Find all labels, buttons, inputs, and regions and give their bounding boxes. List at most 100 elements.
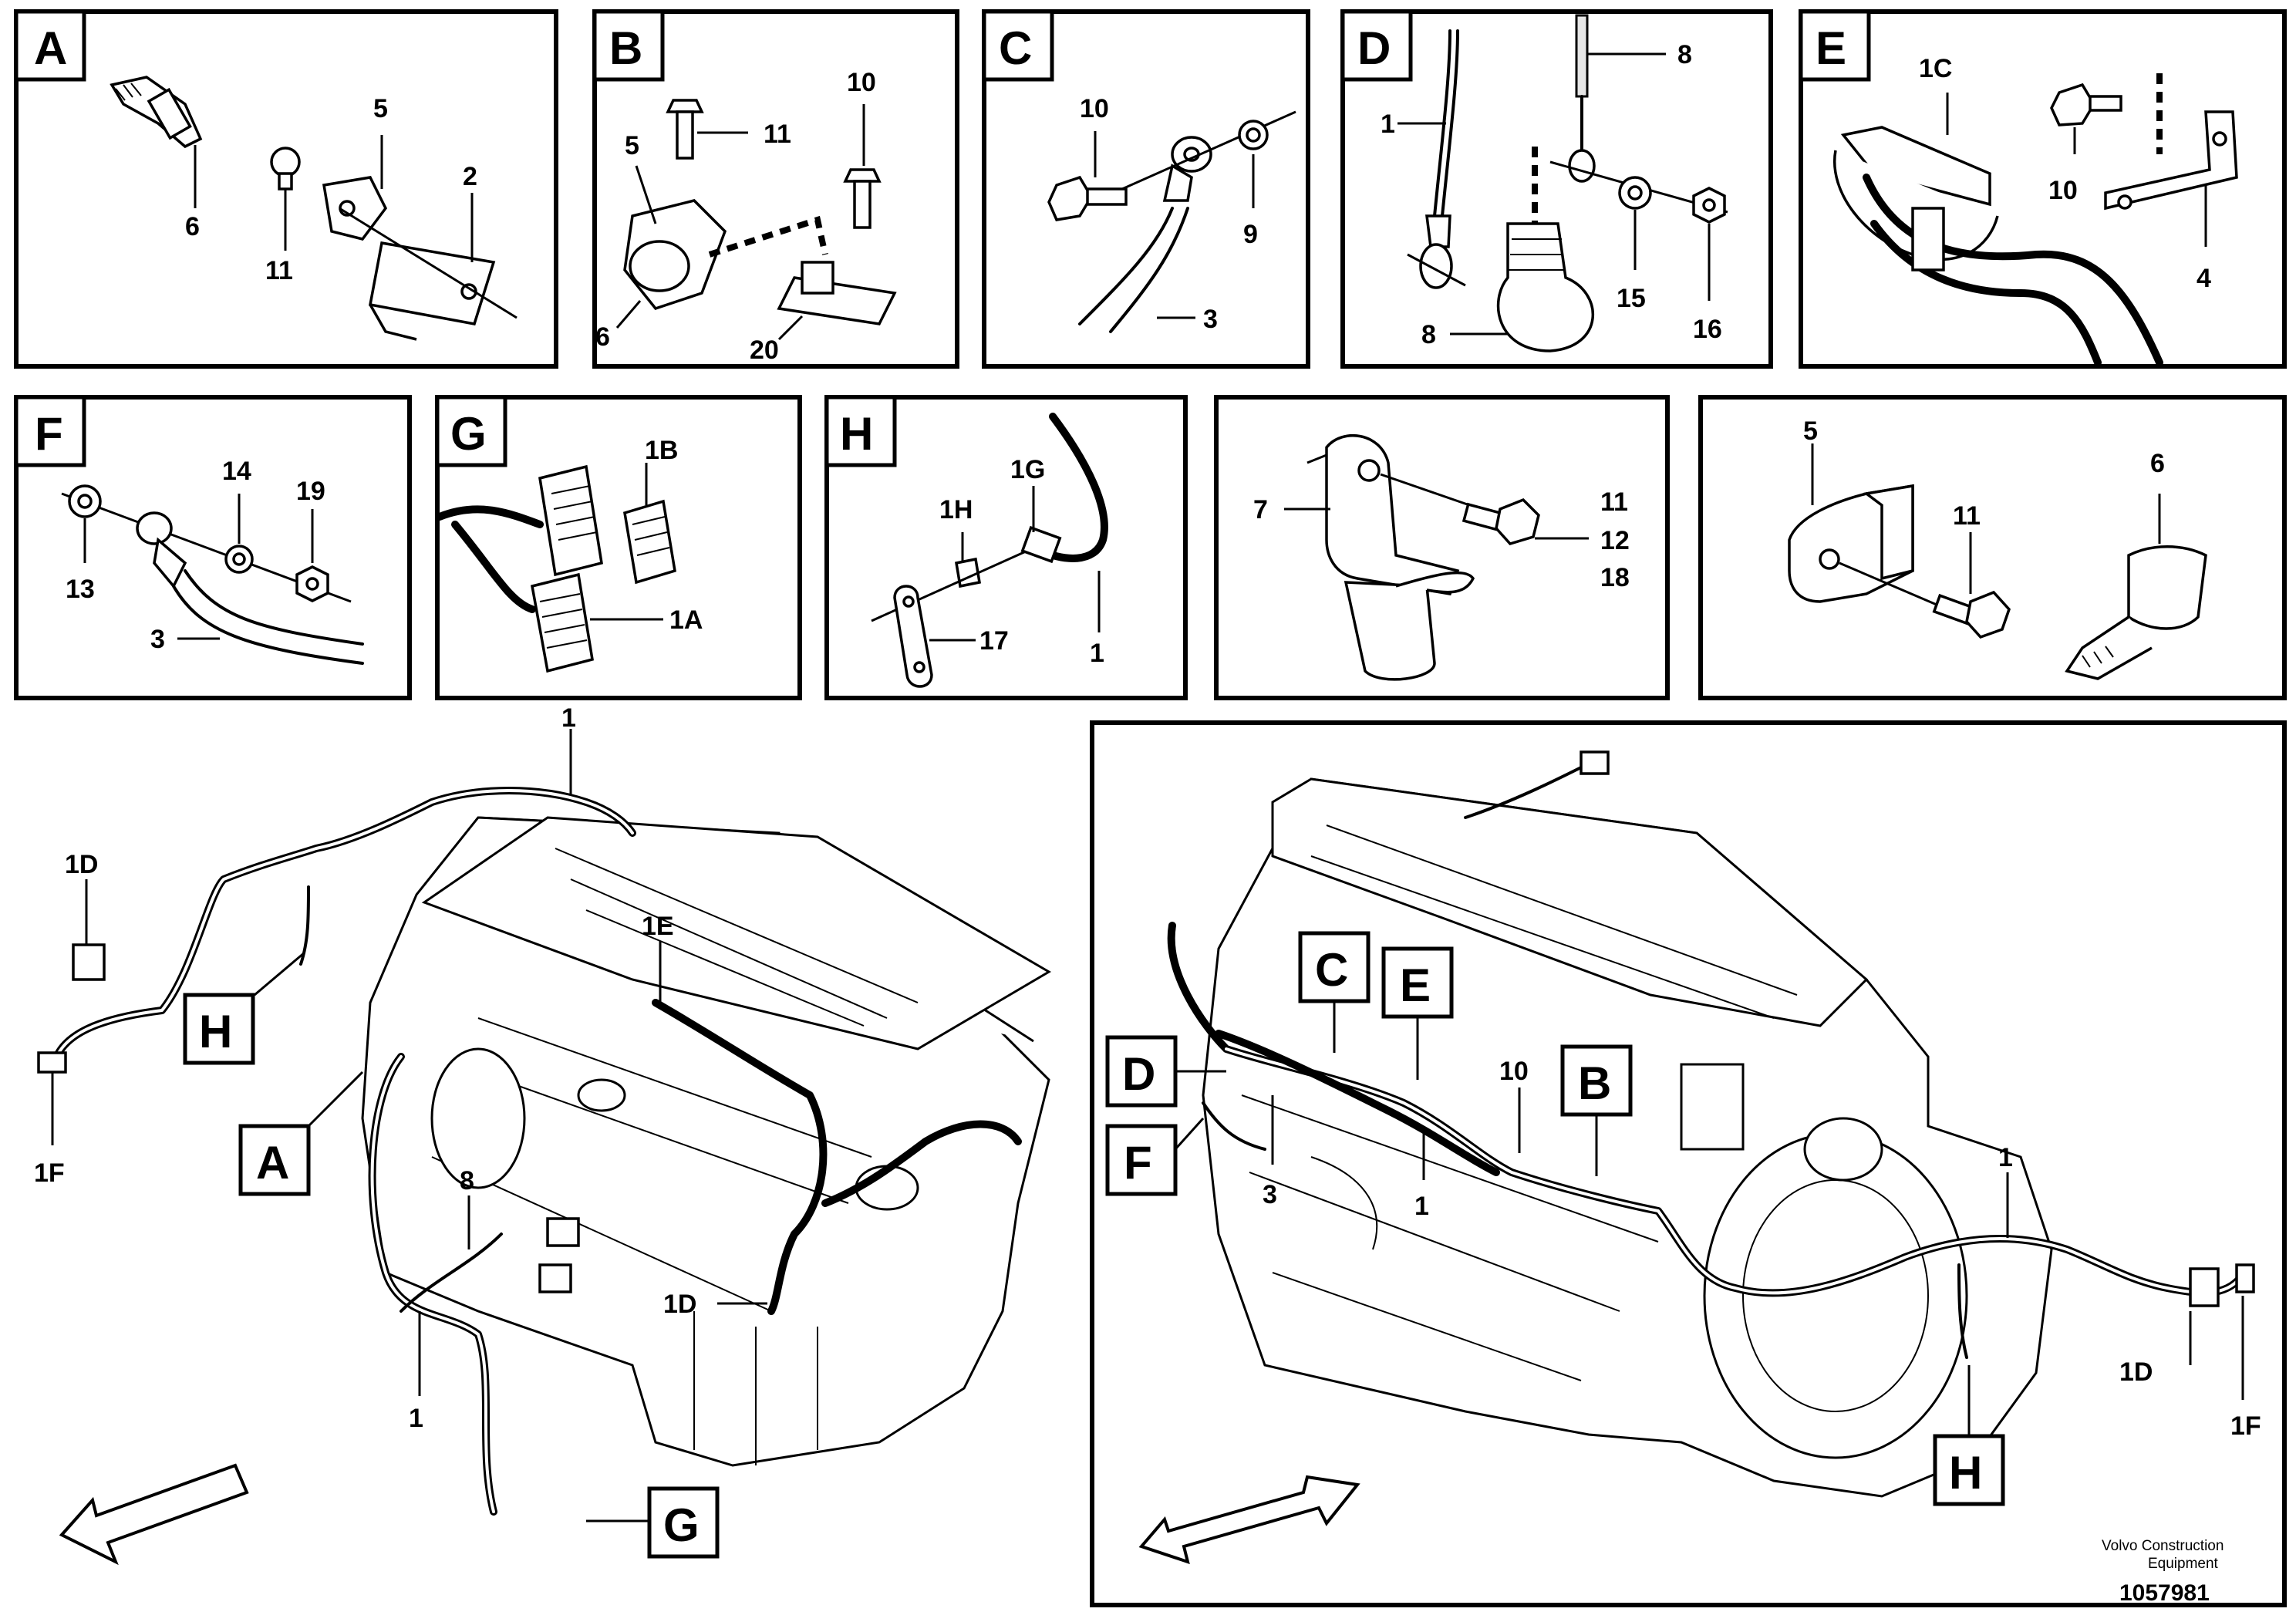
- connector-icon: [538, 464, 603, 577]
- ring-terminal-icon: [1407, 214, 1466, 289]
- label-10: 10: [847, 68, 876, 97]
- document-number: 1057981: [2119, 1580, 2210, 1606]
- engine-block: [361, 816, 1051, 1467]
- label-20: 20: [750, 336, 779, 365]
- callout-1-top: 1: [561, 703, 576, 733]
- engine-view-right: 10 3 1 1 1D 1F C E D B F H Volvo Constru…: [1090, 720, 2287, 1607]
- connector-icon: [530, 572, 594, 673]
- detail-panel-h: H 1H 1G 17 1: [824, 395, 1188, 700]
- label-4: 4: [2197, 264, 2211, 293]
- label-6: 6: [185, 212, 200, 241]
- engine-view-left: 1 1D 1F 1E 8 1D 1 H A G: [34, 703, 1051, 1566]
- panel-a-badge-text: A: [34, 22, 67, 74]
- bracket-icon: [1788, 484, 1914, 603]
- connector-icon: [538, 1217, 580, 1293]
- callout-badge-f: [1105, 1124, 1178, 1196]
- callout-1f: 1F: [34, 1158, 65, 1188]
- callout-badge-g-text: G: [663, 1499, 700, 1551]
- panel-g-badge: [435, 395, 507, 467]
- label-18: 18: [1600, 563, 1630, 592]
- detail-panel-c: C 10 9 3: [982, 9, 1310, 369]
- label-6: 6: [595, 322, 610, 352]
- nut-icon: [295, 565, 329, 602]
- panel-e-badge: [1799, 9, 1871, 82]
- label-3: 3: [1203, 305, 1218, 334]
- callout-1-mid: 1: [1414, 1192, 1429, 1221]
- label-8-bottom: 8: [1421, 320, 1436, 349]
- label-10: 10: [2048, 176, 2078, 205]
- label-12: 12: [1600, 526, 1630, 555]
- bracket-icon: [2104, 110, 2238, 211]
- bellows-boot-icon: [1496, 222, 1594, 352]
- label-5: 5: [373, 94, 388, 123]
- hose-clamp-icon: [1833, 126, 2163, 366]
- cable-tie-icon: [110, 76, 203, 149]
- callout-badge-h: [183, 993, 255, 1065]
- connector-icon: [72, 943, 106, 981]
- detail-panel-e: E 1C 10 4: [1799, 9, 2287, 369]
- label-17: 17: [979, 626, 1009, 656]
- detail-panel-f: F 14 19 13 3: [14, 395, 412, 700]
- washer-icon: [68, 484, 102, 518]
- callout-badge-h: [1933, 1434, 2005, 1506]
- label-2: 2: [463, 162, 477, 191]
- panel-h-badge-text: H: [840, 408, 873, 460]
- detail-panel-bracket-5: 5 11 6: [1698, 395, 2287, 700]
- label-11: 11: [265, 256, 293, 285]
- callout-badge-e: [1381, 946, 1454, 1019]
- detail-panel-d: D 8 1 8 15: [1340, 9, 1773, 369]
- bracket-icon: [777, 261, 897, 325]
- panel-c-badge: [982, 9, 1054, 82]
- connector-icon: [2235, 1263, 2255, 1293]
- panel-h-badge: [824, 395, 897, 467]
- bolt-icon: [1932, 590, 2011, 639]
- callout-badge-g: [647, 1486, 720, 1559]
- panel-f-badge-text: F: [35, 408, 63, 460]
- label-1a: 1A: [669, 605, 703, 635]
- label-11: 11: [1953, 501, 1981, 531]
- clip-icon: [322, 176, 388, 241]
- callout-1-right: 1: [1998, 1143, 2013, 1172]
- connector-icon: [623, 499, 676, 585]
- panel-b-badge: [592, 9, 665, 82]
- callout-badge-a: [238, 1124, 311, 1196]
- callout-badge-h-text: H: [1949, 1447, 1982, 1499]
- label-1b: 1B: [645, 436, 678, 465]
- bolt-icon: [2050, 83, 2122, 126]
- label-5: 5: [1803, 416, 1818, 446]
- label-13: 13: [66, 575, 95, 604]
- callout-8: 8: [460, 1166, 474, 1195]
- connector-icon: [2189, 1267, 2220, 1307]
- panel-e-badge-text: E: [1816, 22, 1846, 74]
- lock-washer-icon: [1238, 120, 1269, 150]
- label-1: 1: [1381, 110, 1395, 139]
- callout-badge-h-text: H: [199, 1006, 232, 1057]
- callout-10: 10: [1499, 1057, 1529, 1086]
- detail-panel-g: G 1B 1A: [435, 395, 802, 700]
- callout-1d-lower: 1D: [663, 1290, 696, 1319]
- bracket-plate-icon: [893, 585, 933, 688]
- callout-badge-c-text: C: [1315, 944, 1348, 996]
- cable-tie-icon: [2065, 545, 2207, 680]
- callout-badge-b: [1560, 1044, 1633, 1117]
- label-1h: 1H: [939, 495, 973, 524]
- label-19: 19: [296, 477, 325, 506]
- bolt-icon: [666, 99, 704, 160]
- detail-panel-b: B 11 5 6 20 10: [592, 9, 959, 369]
- label-11: 11: [1600, 487, 1628, 517]
- credit-line-1: Volvo Construction: [2102, 1538, 2224, 1554]
- credit-line-2: Equipment: [2148, 1556, 2219, 1572]
- label-8-top: 8: [1677, 40, 1692, 69]
- bracket-plate-icon: [339, 207, 518, 341]
- ring-terminal-icon: [1568, 149, 1596, 183]
- panel-f-badge: [14, 395, 86, 467]
- callout-badge-b-text: B: [1578, 1057, 1611, 1109]
- bracket-icon: [1325, 433, 1460, 595]
- panel-d-badge-text: D: [1357, 22, 1391, 74]
- bolt-icon: [1047, 175, 1128, 221]
- label-1c: 1C: [1919, 54, 1952, 83]
- callout-1-lower: 1: [409, 1404, 423, 1433]
- label-5: 5: [625, 131, 639, 160]
- panel-g-badge-text: G: [450, 408, 487, 460]
